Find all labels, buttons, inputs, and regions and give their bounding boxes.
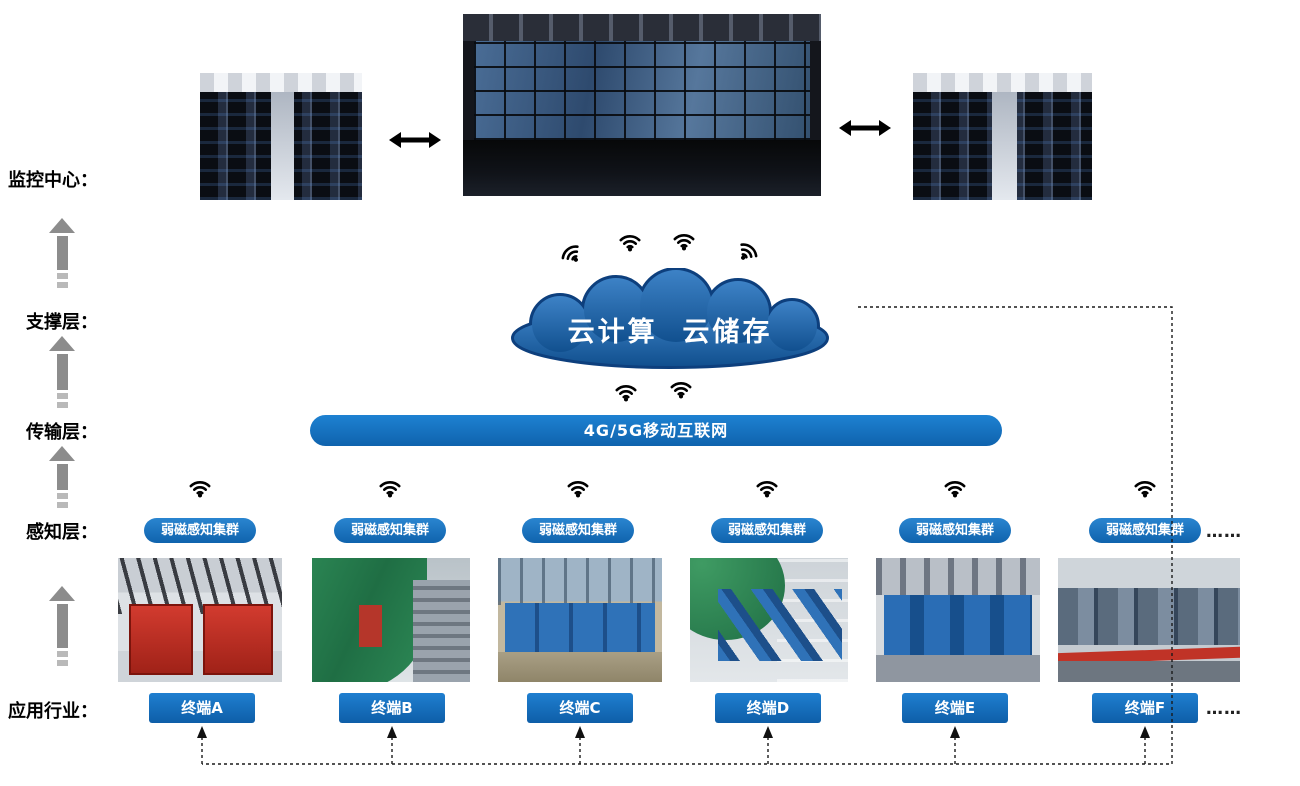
terminal-c: 终端C: [527, 693, 633, 723]
clusters-ellipsis: ……: [1206, 522, 1242, 542]
terminal-a: 终端A: [149, 693, 255, 723]
cluster-badge: 弱磁感知集群: [144, 518, 256, 543]
cloud-computing-storage: 云计算 云储存: [478, 268, 862, 372]
label-application-industry: 应用行业：: [8, 701, 98, 722]
wifi-icon: [567, 481, 589, 498]
wifi-icon: [561, 245, 579, 262]
wifi-icon: [189, 481, 211, 498]
wifi-icon: [673, 234, 695, 251]
equipment-photo-a: [118, 558, 282, 682]
network-bar: 4G/5G移动互联网: [310, 415, 1002, 446]
equipment-photo-f: [1058, 558, 1240, 682]
terminal-f: 终端F: [1092, 693, 1198, 723]
double-arrow-icon: [839, 120, 891, 136]
wifi-icon: [944, 481, 966, 498]
wifi-icon: [670, 382, 692, 399]
wifi-icon: [379, 481, 401, 498]
up-arrow-icon: [49, 446, 75, 508]
wifi-icon: [740, 243, 758, 260]
cluster-badge: 弱磁感知集群: [334, 518, 446, 543]
terminals-ellipsis: ……: [1206, 699, 1242, 719]
wifi-icon: [615, 385, 637, 402]
up-arrow-icon: [49, 336, 75, 408]
cluster-badge: 弱磁感知集群: [1089, 518, 1201, 543]
wifi-icon: [1134, 481, 1156, 498]
label-transmission-layer: 传输层：: [26, 422, 98, 443]
terminal-e: 终端E: [902, 693, 1008, 723]
double-arrow-icon: [389, 132, 441, 148]
server-room-photo-right: [913, 73, 1092, 200]
up-arrow-icon: [49, 218, 75, 288]
cluster-badge: 弱磁感知集群: [522, 518, 634, 543]
up-arrow-icon: [49, 586, 75, 666]
wifi-icon: [756, 481, 778, 498]
label-monitoring-center: 监控中心：: [8, 170, 98, 191]
equipment-photo-d: [690, 558, 848, 682]
cloud-label: 云计算 云储存: [567, 317, 773, 348]
equipment-photo-c: [498, 558, 662, 682]
label-support-layer: 支撑层：: [26, 312, 98, 333]
equipment-photo-e: [876, 558, 1040, 682]
control-room-photo: [463, 14, 821, 196]
cluster-badge: 弱磁感知集群: [711, 518, 823, 543]
terminal-d: 终端D: [715, 693, 821, 723]
label-perception-layer: 感知层：: [26, 522, 98, 543]
terminal-b: 终端B: [339, 693, 445, 723]
server-room-photo-left: [200, 73, 362, 200]
equipment-photo-b: [312, 558, 470, 682]
wifi-icon: [619, 235, 641, 252]
cluster-badge: 弱磁感知集群: [899, 518, 1011, 543]
